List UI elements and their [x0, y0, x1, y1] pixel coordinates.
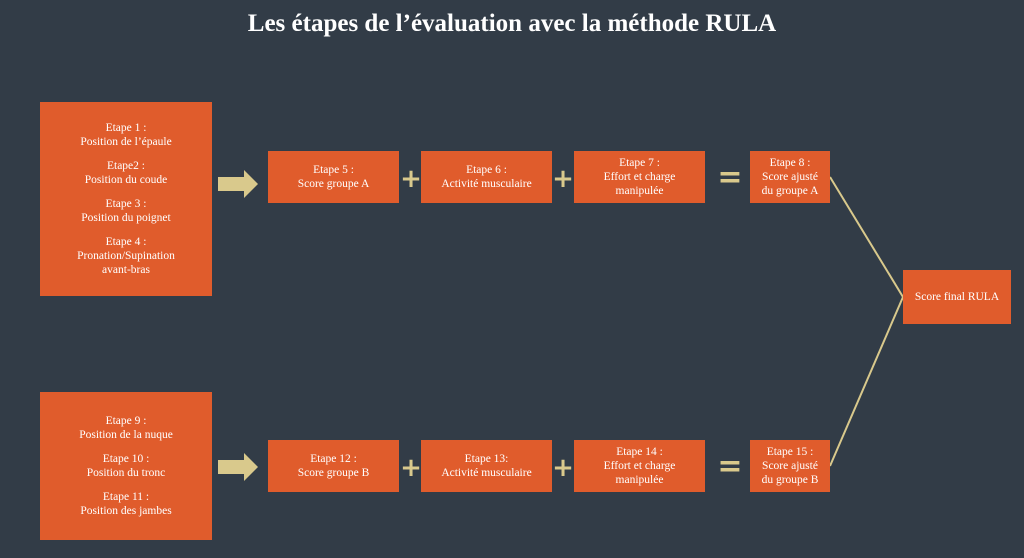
step-13-label: Activité musculaire: [441, 467, 532, 479]
step-15-title: Etape 15 :: [766, 446, 814, 458]
right-arrow-icon: [218, 453, 258, 481]
step-7-title: Etape 7 :: [619, 157, 660, 169]
step-2-title: Etape2 :: [106, 160, 145, 172]
step-3-label: Position du poignet: [81, 212, 171, 224]
step-5-box: Etape 5 : Score groupe A: [268, 151, 399, 203]
step-4-label: Pronation/Supination: [77, 250, 175, 262]
step-11-label: Position des jambes: [80, 505, 172, 517]
step-5-title: Etape 5 :: [313, 164, 354, 176]
step-14-label: Effort et charge: [603, 460, 676, 472]
right-arrow-icon: [218, 170, 258, 198]
step-7-label-2: manipulée: [615, 185, 664, 197]
step-6-title: Etape 6 :: [466, 164, 507, 176]
step-1-title: Etape 1 :: [105, 122, 147, 134]
step-10-title: Etape 10 :: [102, 453, 150, 465]
step-15-label-2: du groupe B: [761, 474, 819, 486]
step-14-label-2: manipulée: [615, 474, 664, 486]
step-4-label-2: avant-bras: [102, 264, 150, 276]
step-12-label: Score groupe B: [297, 467, 370, 479]
step-11-title: Etape 11 :: [102, 491, 150, 503]
plus-icon: +: [400, 453, 422, 483]
final-score-box: Score final RULA: [903, 270, 1011, 324]
equals-icon: =: [717, 449, 743, 484]
step-15-box: Etape 15 : Score ajusté du groupe B: [750, 440, 830, 492]
step-13-box: Etape 13: Activité musculaire: [421, 440, 552, 492]
connector-line-b: [829, 296, 904, 467]
group-a-inputs-box: Etape 1 : Position de l’épaule Etape2 : …: [40, 102, 212, 296]
page-title: Les étapes de l’évaluation avec la métho…: [247, 10, 777, 37]
step-3-title: Etape 3 :: [105, 198, 147, 210]
step-8-box: Etape 8 : Score ajusté du groupe A: [750, 151, 830, 203]
step-2: Etape2 : Position du coude: [85, 159, 167, 187]
step-7-label: Effort et charge: [603, 171, 676, 183]
step-8-title: Etape 8 :: [769, 157, 811, 169]
step-6-box: Etape 6 : Activité musculaire: [421, 151, 552, 203]
step-14-title: Etape 14 :: [616, 446, 663, 458]
step-12-title: Etape 12 :: [310, 453, 357, 465]
step-8-label: Score ajusté: [762, 171, 818, 183]
step-4-title: Etape 4 :: [105, 236, 147, 248]
step-3: Etape 3 : Position du poignet: [81, 197, 170, 225]
step-10: Etape 10 : Position du tronc: [87, 452, 166, 480]
plus-icon: +: [552, 453, 574, 483]
group-b-inputs-box: Etape 9 : Position de la nuque Etape 10 …: [40, 392, 212, 540]
step-1: Etape 1 : Position de l’épaule: [80, 121, 171, 149]
step-11: Etape 11 : Position des jambes: [80, 490, 171, 518]
step-7-box: Etape 7 : Effort et charge manipulée: [574, 151, 705, 203]
equals-icon: =: [717, 160, 743, 195]
connector-line-a: [829, 176, 904, 298]
step-9: Etape 9 : Position de la nuque: [79, 414, 173, 442]
step-2-label: Position du coude: [84, 174, 168, 186]
step-5-label: Score groupe A: [297, 178, 370, 190]
step-9-label: Position de la nuque: [79, 429, 173, 441]
plus-icon: +: [400, 164, 422, 194]
step-9-title: Etape 9 :: [105, 415, 147, 427]
step-8-label-2: du groupe A: [761, 185, 819, 197]
step-10-label: Position du tronc: [86, 467, 166, 479]
final-score-label: Score final RULA: [914, 291, 1000, 303]
plus-icon: +: [552, 164, 574, 194]
step-14-box: Etape 14 : Effort et charge manipulée: [574, 440, 705, 492]
step-1-label: Position de l’épaule: [80, 136, 172, 148]
step-12-box: Etape 12 : Score groupe B: [268, 440, 399, 492]
step-15-label: Score ajusté: [762, 460, 818, 472]
step-4: Etape 4 : Pronation/Supination avant-bra…: [77, 235, 175, 277]
step-13-title: Etape 13:: [464, 453, 509, 465]
step-6-label: Activité musculaire: [441, 178, 532, 190]
